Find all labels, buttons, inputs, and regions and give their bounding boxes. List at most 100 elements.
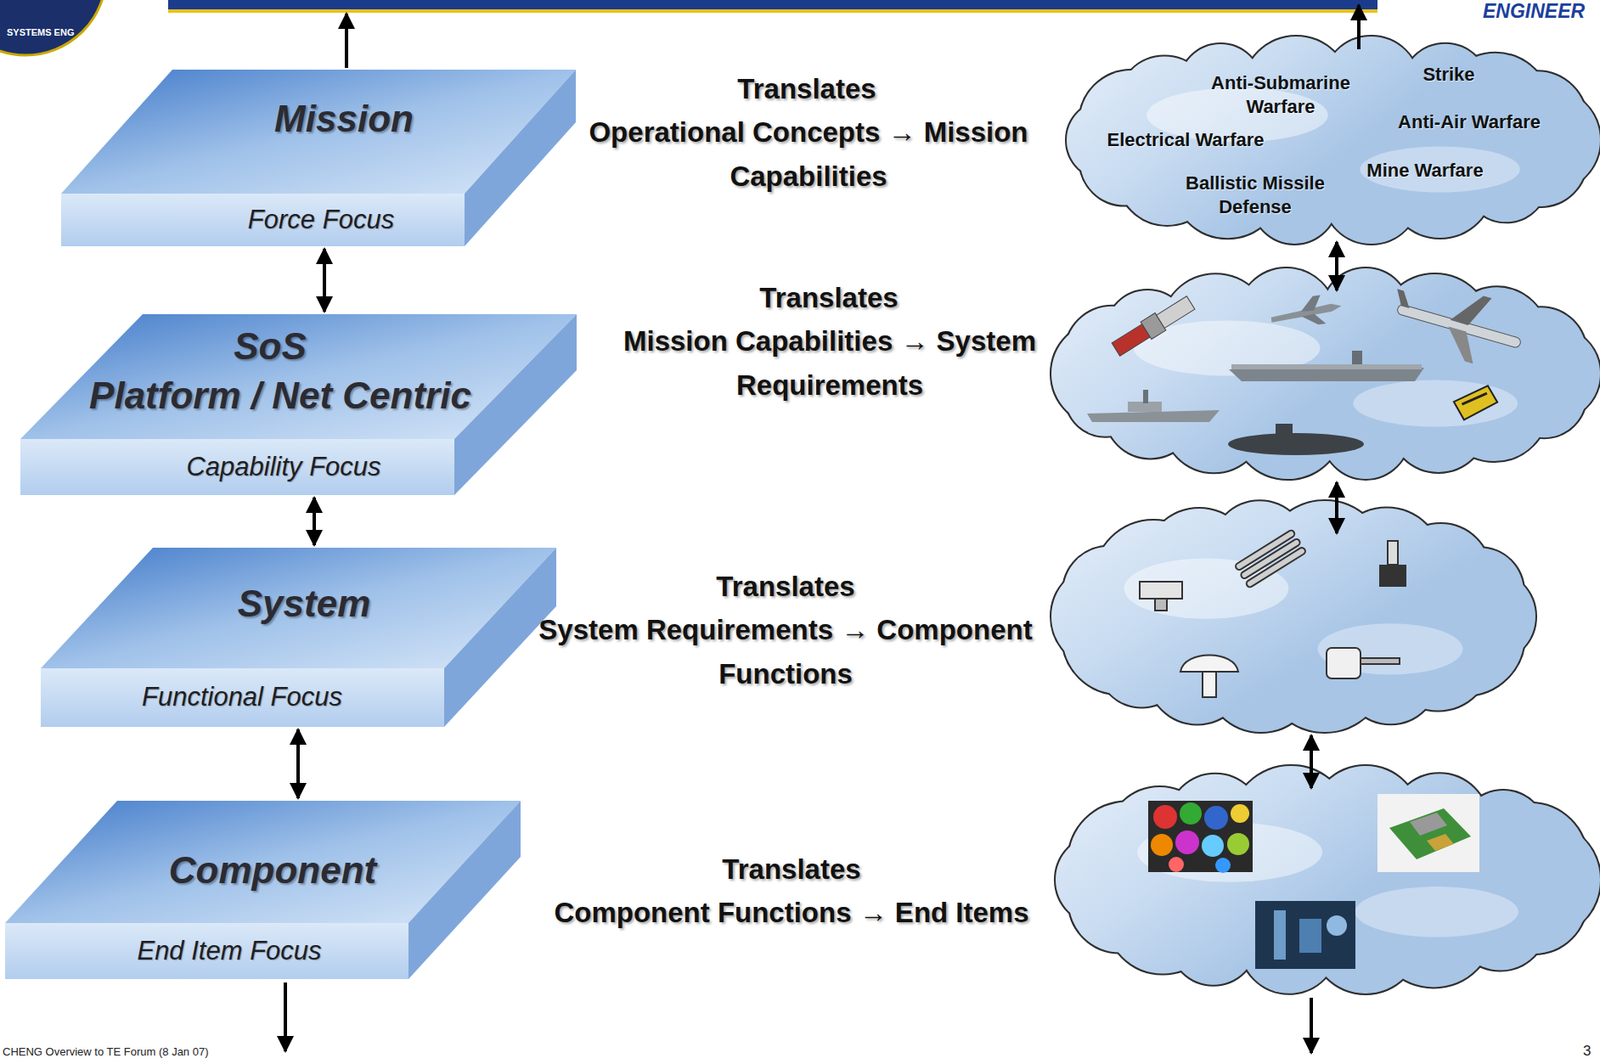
slab-title: Mission xyxy=(274,97,414,141)
wire-end xyxy=(1153,805,1178,829)
photo-detail xyxy=(1326,915,1347,936)
cloud-shape xyxy=(1055,766,1600,994)
launcher-icon xyxy=(1379,540,1407,587)
cloud-text: Ballistic Missile Defense xyxy=(1174,171,1336,219)
jet-wing xyxy=(1299,295,1323,313)
aircraft-carrier-icon xyxy=(1228,350,1425,382)
footer-text: CHENG Overview to TE Forum (8 Jan 07) xyxy=(2,1045,209,1060)
logo-wordmark: ENGINEER xyxy=(1482,0,1585,24)
cloud-puff xyxy=(1355,886,1519,937)
photo-frame xyxy=(1377,794,1480,873)
uav-icon xyxy=(1453,384,1500,422)
cloud-text: Electrical Warfare xyxy=(1092,128,1279,153)
cloud-text: Anti-Air Warfare xyxy=(1375,110,1563,135)
wiring-photo xyxy=(1148,800,1253,874)
aircraft-wing xyxy=(1450,288,1493,330)
missile xyxy=(1245,546,1307,589)
slab-title: System xyxy=(237,582,372,626)
launcher-stick xyxy=(1387,540,1398,565)
slab-subtitle: Capability Focus xyxy=(185,451,381,483)
sensor-icon xyxy=(1139,581,1183,611)
uav-body xyxy=(1453,384,1500,422)
ship-hull xyxy=(1087,410,1220,423)
slab-title: SoS xyxy=(233,325,307,369)
wire-end xyxy=(1230,804,1250,823)
wire-end xyxy=(1150,833,1173,857)
connector-arrow xyxy=(322,248,327,312)
layer-slab: MissionForce Focus xyxy=(61,69,576,247)
aircraft-wing xyxy=(1440,326,1482,365)
translates-heading: Translates xyxy=(615,564,956,609)
seal-emblem xyxy=(0,0,107,56)
seal-text: SYSTEMS ENG xyxy=(6,27,74,39)
cloud-shape xyxy=(1051,501,1536,733)
mission-cloud: Anti-Submarine WarfareStrikeElectrical W… xyxy=(1066,35,1600,245)
cloud-puff xyxy=(1352,380,1518,428)
wire-end xyxy=(1175,830,1200,855)
slab-side-face xyxy=(464,69,576,247)
fighter-jet-icon xyxy=(1268,292,1344,331)
photo-frame xyxy=(1148,800,1253,873)
photo-frame xyxy=(1255,901,1356,970)
double-arrow xyxy=(1335,482,1339,534)
wire-end xyxy=(1179,802,1202,825)
circuit-board-photo xyxy=(1377,794,1480,873)
slab-title: Platform / Net Centric xyxy=(89,374,472,418)
cloud-text: Mine Warfare xyxy=(1331,158,1519,183)
board-chip xyxy=(1409,812,1448,836)
translation-text: System Requirements → Component Function… xyxy=(496,608,1075,697)
cloud-text: Strike xyxy=(1355,62,1543,87)
launcher-base xyxy=(1379,564,1407,587)
cloud-shape xyxy=(1066,36,1600,244)
translation-text: Mission Capabilities → System Requiremen… xyxy=(574,319,1085,408)
down-arrow xyxy=(283,982,288,1052)
header-bar xyxy=(168,0,1378,10)
solar-panel xyxy=(1111,324,1150,357)
slab-title: Component xyxy=(169,849,377,893)
sensor-mount xyxy=(1154,598,1167,611)
turret-barrel xyxy=(1360,658,1400,665)
slab-side-face xyxy=(454,314,577,496)
jet-wing xyxy=(1301,312,1327,327)
slab-front-face xyxy=(20,439,455,496)
solar-panel xyxy=(1156,296,1195,329)
wire-end xyxy=(1227,833,1250,856)
connector-arrow xyxy=(312,497,316,546)
aircraft-icon xyxy=(1383,272,1531,375)
submarine-hull xyxy=(1228,433,1364,456)
radar-pedestal xyxy=(1202,671,1217,698)
translates-heading: Translates xyxy=(621,847,962,892)
cloud-fill xyxy=(1085,301,1567,446)
cloud-group xyxy=(1051,268,1600,994)
cloud-fill xyxy=(1088,537,1499,696)
missile-icon xyxy=(1234,529,1308,589)
slab-side-face xyxy=(408,800,521,980)
carrier-hull xyxy=(1228,367,1425,382)
submarine-icon xyxy=(1228,423,1364,456)
connector-arrow xyxy=(296,729,300,799)
radar-dome-icon xyxy=(1180,655,1239,699)
double-arrow xyxy=(1309,735,1313,789)
layer-slab: ComponentEnd Item Focus xyxy=(5,800,521,980)
board-chip xyxy=(1426,833,1454,851)
cloud-text: Anti-Submarine Warfare xyxy=(1195,71,1366,119)
translates-heading: Translates xyxy=(659,276,999,321)
industrial-photo xyxy=(1255,901,1356,970)
layer-slab: SoS Platform / Net CentricCapability Focu… xyxy=(20,314,577,496)
circuit-board xyxy=(1389,808,1471,860)
satellite-icon xyxy=(1110,293,1197,358)
page-number: 3 xyxy=(1583,1042,1591,1060)
slab-subtitle: Functional Focus xyxy=(141,681,343,713)
slab-subtitle: Force Focus xyxy=(247,204,395,236)
down-arrow xyxy=(1309,997,1313,1054)
photo-detail xyxy=(1299,918,1322,953)
wire-end xyxy=(1204,805,1229,830)
translation-text: Operational Concepts → Mission Capabilit… xyxy=(536,110,1081,199)
header-stripe xyxy=(168,9,1378,13)
icon-group xyxy=(1087,272,1531,970)
slab-subtitle: End Item Focus xyxy=(136,935,322,967)
translation-text: Component Functions → End Items xyxy=(502,890,1081,936)
up-arrow xyxy=(344,13,349,68)
slab-front-face xyxy=(5,923,409,980)
cloud-shape xyxy=(1051,268,1600,479)
